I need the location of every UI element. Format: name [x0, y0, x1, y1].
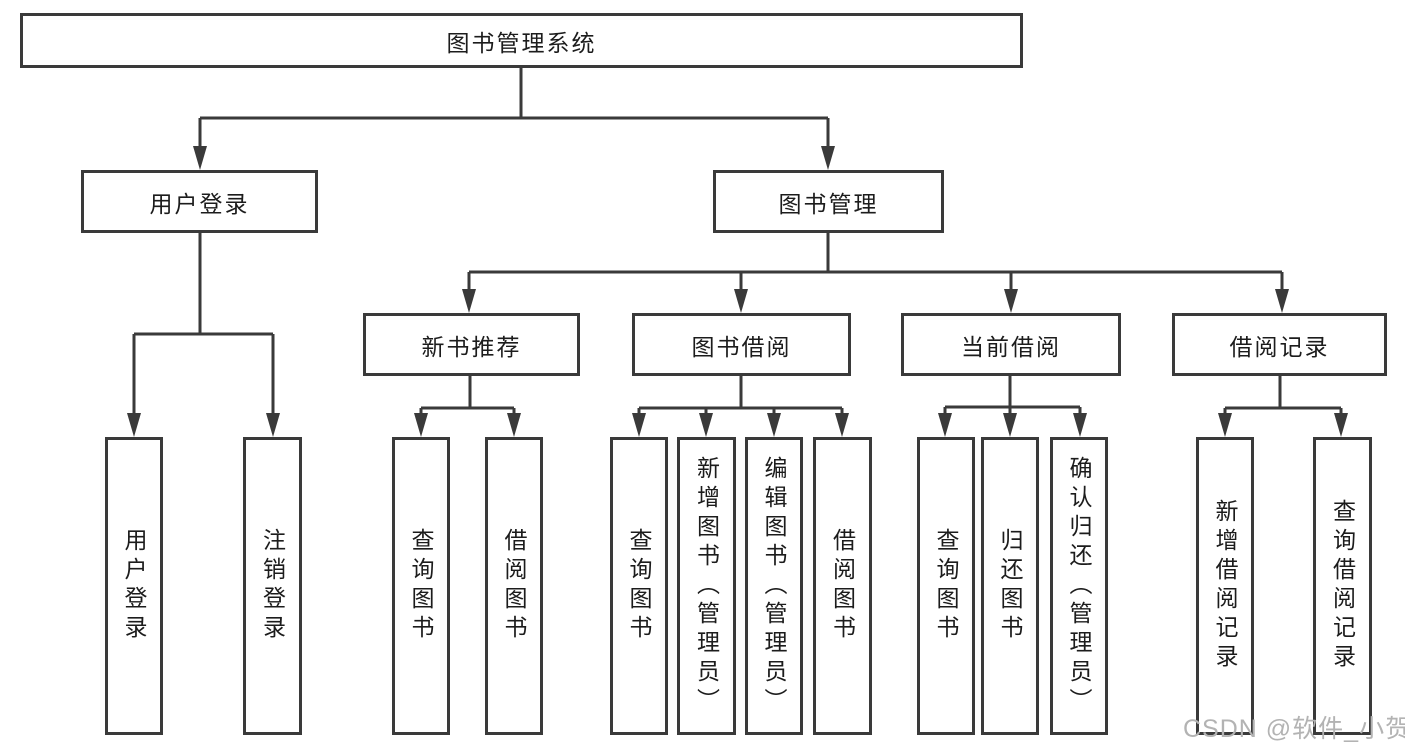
- node-label: 借阅记录: [1229, 333, 1330, 360]
- leaf-edit-book-admin: 编辑图书（管理员）: [745, 437, 803, 735]
- leaf-query-books-current: 查询图书: [917, 437, 975, 735]
- node-label: 新书推荐: [421, 333, 522, 360]
- leaf-query-borrow-record: 查询借阅记录: [1313, 437, 1372, 735]
- leaf-label: 查询图书: [408, 528, 434, 644]
- node-current-borrow: 当前借阅: [901, 313, 1121, 376]
- leaf-query-books-recommend: 查询图书: [392, 437, 450, 735]
- leaf-label: 用户登录: [121, 528, 147, 644]
- leaf-label: 查询图书: [626, 528, 652, 644]
- node-root: 图书管理系统: [20, 13, 1023, 68]
- leaf-borrow-books: 借阅图书: [813, 437, 872, 735]
- leaf-label: 查询借阅记录: [1329, 499, 1356, 673]
- node-new-book-recommend: 新书推荐: [363, 313, 580, 376]
- node-book-borrow: 图书借阅: [632, 313, 851, 376]
- leaf-add-borrow-record: 新增借阅记录: [1196, 437, 1254, 735]
- leaf-confirm-return-admin: 确认归还（管理员）: [1050, 437, 1108, 735]
- leaf-label: 查询图书: [933, 528, 959, 644]
- node-root-label: 图书管理系统: [446, 29, 597, 56]
- arrowheads: [127, 146, 1348, 437]
- leaf-label: 注销登录: [259, 528, 286, 644]
- node-label: 图书管理: [778, 190, 879, 217]
- leaf-borrow-books-recommend: 借阅图书: [485, 437, 543, 735]
- leaf-label: 新增借阅记录: [1212, 499, 1238, 673]
- node-label: 图书借阅: [691, 333, 792, 360]
- leaf-label: 借阅图书: [501, 528, 527, 644]
- leaf-label: 新增图书（管理员）: [693, 455, 720, 717]
- leaf-return-book: 归还图书: [981, 437, 1039, 735]
- leaf-label: 确认归还（管理员）: [1066, 455, 1092, 717]
- leaf-label: 借阅图书: [829, 528, 856, 644]
- node-label: 用户登录: [149, 190, 250, 217]
- node-label: 当前借阅: [961, 333, 1061, 360]
- leaf-logout-login: 注销登录: [243, 437, 302, 735]
- node-borrow-records: 借阅记录: [1172, 313, 1387, 376]
- leaf-query-books-borrow: 查询图书: [610, 437, 668, 735]
- leaf-add-book-admin: 新增图书（管理员）: [677, 437, 736, 735]
- leaf-user-login: 用户登录: [105, 437, 163, 735]
- leaf-label: 归还图书: [997, 528, 1023, 644]
- node-user-login-branch: 用户登录: [81, 170, 318, 233]
- leaf-label: 编辑图书（管理员）: [761, 455, 787, 717]
- node-book-management-branch: 图书管理: [713, 170, 944, 233]
- csdn-watermark: CSDN @软件_小贺同学: [1183, 715, 1405, 743]
